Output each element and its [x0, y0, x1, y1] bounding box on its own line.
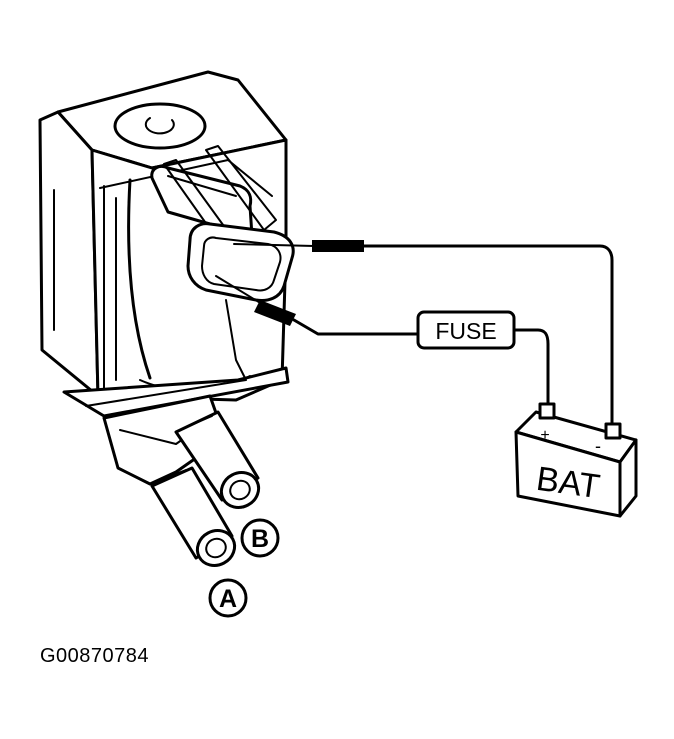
fuse-label: FUSE — [435, 318, 496, 344]
battery-negative-label: - — [595, 436, 601, 456]
wiring — [292, 244, 614, 434]
figure-id: G00870784 — [40, 645, 150, 667]
port-b-label: B — [251, 525, 269, 553]
battery-label: BAT — [534, 460, 602, 506]
port-a-callout: A — [208, 578, 248, 618]
battery-positive-label: + — [540, 427, 549, 444]
port-b-callout: B — [240, 518, 280, 558]
port-a-label: A — [219, 585, 237, 613]
hose-nipple-a — [150, 466, 237, 567]
test-probe-upper — [233, 240, 364, 252]
electrical-connector — [150, 145, 295, 302]
hose-nipple-b — [174, 410, 261, 509]
test-probe-lower — [215, 275, 296, 326]
fuse: FUSE — [416, 310, 516, 350]
battery: + - BAT — [514, 402, 638, 518]
